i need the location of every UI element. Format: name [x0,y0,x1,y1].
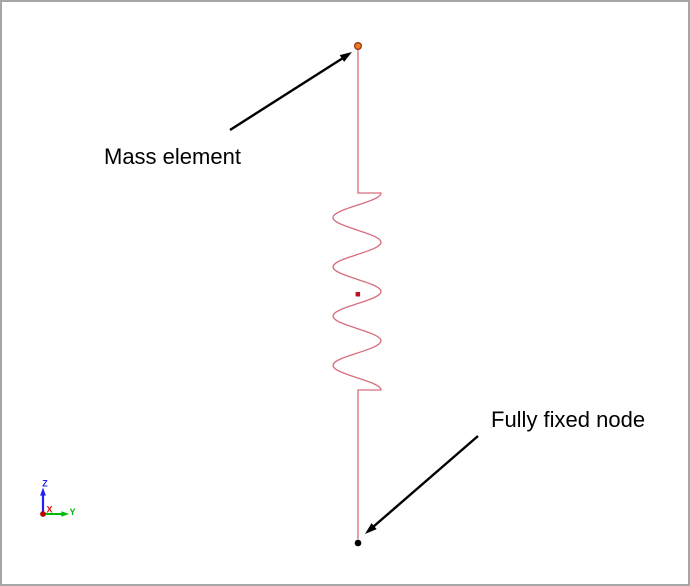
fixed-node[interactable] [354,539,362,547]
mass-arrow-line [229,56,344,132]
mass-arrowhead [339,52,352,62]
x-axis-origin-dot [40,511,46,517]
fixed-annotation-arrow [365,435,479,534]
x-axis-label: X [47,505,53,515]
fixed-arrow-line [372,435,479,528]
spring-center-marker [355,292,361,297]
y-axis-arrowhead [61,511,69,517]
mass-element-label: Mass element [104,144,241,169]
spring-element[interactable] [332,49,382,540]
fixed-arrowhead [365,523,377,534]
fixed-node-label: Fully fixed node [491,407,646,432]
z-axis-arrowhead [40,487,46,496]
mass-node[interactable] [354,41,363,50]
coordinate-triad: Z Y X [40,479,76,517]
y-axis-label: Y [70,507,76,517]
z-axis-label: Z [42,479,48,489]
mass-annotation-arrow [229,52,352,132]
